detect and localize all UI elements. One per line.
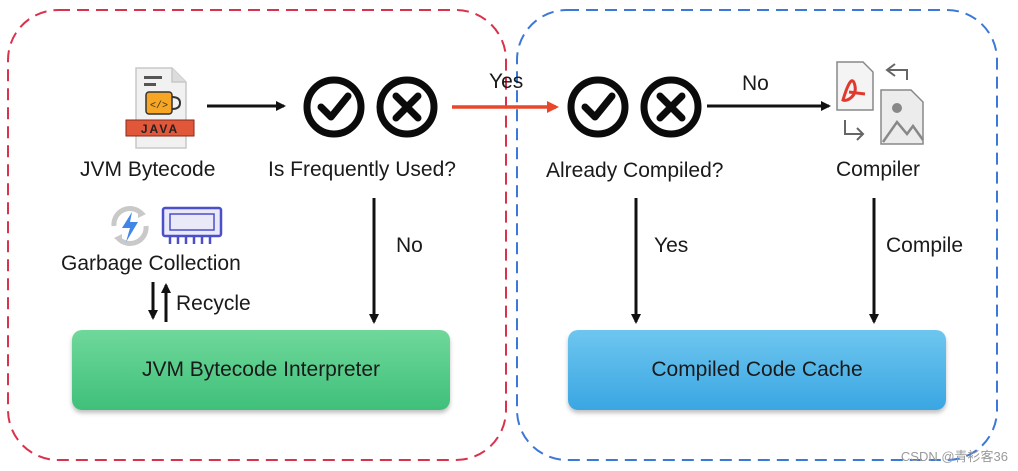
yes-label-between: Yes <box>489 70 524 93</box>
gc-refresh-icon <box>111 206 149 246</box>
interpreter-label: JVM Bytecode Interpreter <box>141 358 381 381</box>
yes-label-right: Yes <box>654 234 689 257</box>
cross-icon <box>376 76 438 138</box>
check-icon <box>567 76 629 138</box>
memory-icon <box>161 206 223 244</box>
no-label-right: No <box>742 72 769 95</box>
garbage-collection-label: Garbage Collection <box>61 252 241 275</box>
jvm-bytecode-label: JVM Bytecode <box>80 158 216 181</box>
compiler-label: Compiler <box>836 158 921 181</box>
check-icon <box>303 76 365 138</box>
already-compiled-label: Already Compiled? <box>546 159 724 182</box>
java-file-icon: </> JAVA <box>125 67 195 149</box>
no-label-left: No <box>396 234 423 257</box>
java-badge-text: JAVA <box>141 122 179 136</box>
compiler-file-icon <box>836 61 925 145</box>
left-group-border <box>7 9 507 461</box>
watermark: CSDN @青衫客36 <box>900 449 1008 464</box>
cross-icon <box>640 76 702 138</box>
compiled-code-cache-box: Compiled Code Cache <box>568 330 946 410</box>
is-frequently-used-label: Is Frequently Used? <box>268 158 456 181</box>
cache-label: Compiled Code Cache <box>651 358 863 381</box>
svg-text:</>: </> <box>150 100 168 112</box>
right-group-border <box>516 9 998 461</box>
recycle-label: Recycle <box>176 292 251 315</box>
jvm-bytecode-interpreter-box: JVM Bytecode Interpreter <box>72 330 450 410</box>
compile-label: Compile <box>886 234 964 257</box>
